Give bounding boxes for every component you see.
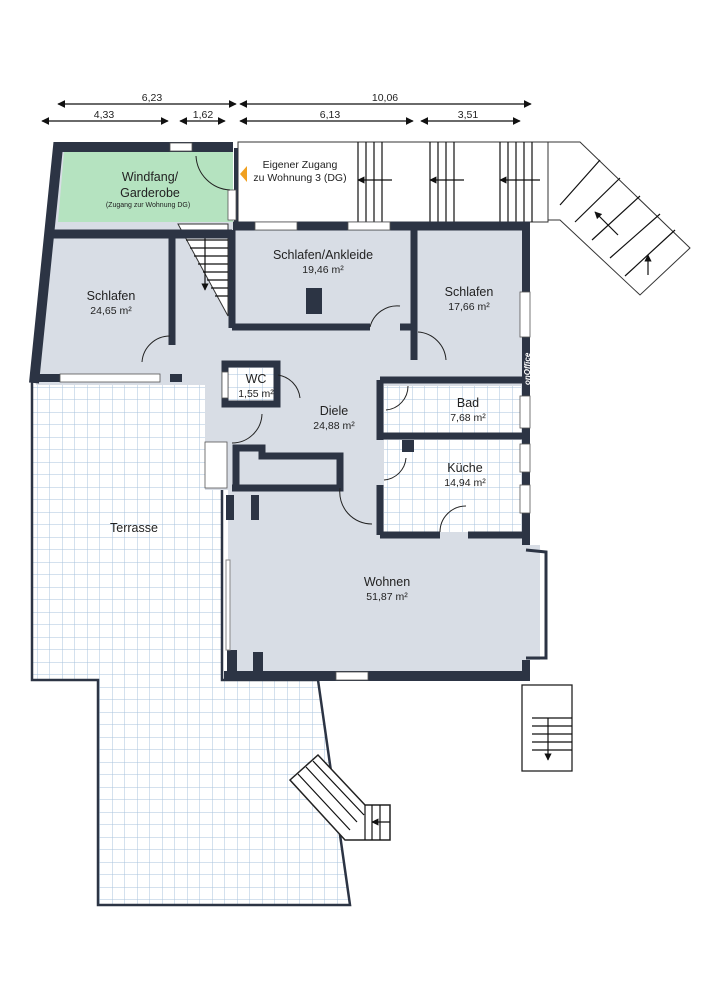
dimension-label: 1,62 xyxy=(193,109,214,121)
room-name: Küche xyxy=(447,461,482,475)
doors xyxy=(141,155,467,533)
room-name: Bad xyxy=(457,396,479,410)
room-wc xyxy=(228,368,276,403)
room-labels: Windfang/ Garderobe (Zugang zur Wohnung … xyxy=(87,170,494,603)
room-area: 19,46 m² xyxy=(302,264,344,276)
dimension-label: 10,06 xyxy=(372,92,398,104)
dimension-label: 6,13 xyxy=(320,109,341,121)
room-name: Garderobe xyxy=(120,186,180,200)
room-name: Schlafen/Ankleide xyxy=(273,248,373,262)
room-kueche xyxy=(384,440,521,532)
entrance-note: Eigener Zugang xyxy=(263,159,338,171)
terrace-stairs xyxy=(288,684,573,841)
room-area: 7,68 m² xyxy=(450,412,486,424)
room-note: (Zugang zur Wohnung DG) xyxy=(106,202,190,209)
windows xyxy=(59,142,531,681)
room-name: Wohnen xyxy=(364,575,410,589)
dimension-lines: 6,23 10,06 4,33 1,62 6,13 3,51 xyxy=(41,92,532,125)
dimension-label: 3,51 xyxy=(458,109,479,121)
dimension-label: 6,23 xyxy=(142,92,163,104)
room-area: 24,88 m² xyxy=(313,420,355,432)
room-area: 24,65 m² xyxy=(90,305,132,317)
interior-stairs xyxy=(177,223,229,317)
room-name: Diele xyxy=(320,404,349,418)
entrance-note: zu Wohnung 3 (DG) xyxy=(253,172,346,184)
watermark: onOffice xyxy=(523,352,532,385)
room-area: 51,87 m² xyxy=(366,591,408,603)
room-bad xyxy=(384,386,521,436)
room-area: 14,94 m² xyxy=(444,477,486,489)
room-name: Windfang/ xyxy=(122,170,179,184)
room-name: Schlafen xyxy=(87,289,136,303)
entrance-marker-icon xyxy=(240,166,247,182)
dimension-label: 4,33 xyxy=(94,109,115,121)
room-windfang xyxy=(58,152,233,222)
room-name: Schlafen xyxy=(445,285,494,299)
room-name: Terrasse xyxy=(110,521,158,535)
room-name: WC xyxy=(246,372,267,386)
room-area: 1,55 m² xyxy=(238,388,274,400)
room-area: 17,66 m² xyxy=(448,301,490,313)
